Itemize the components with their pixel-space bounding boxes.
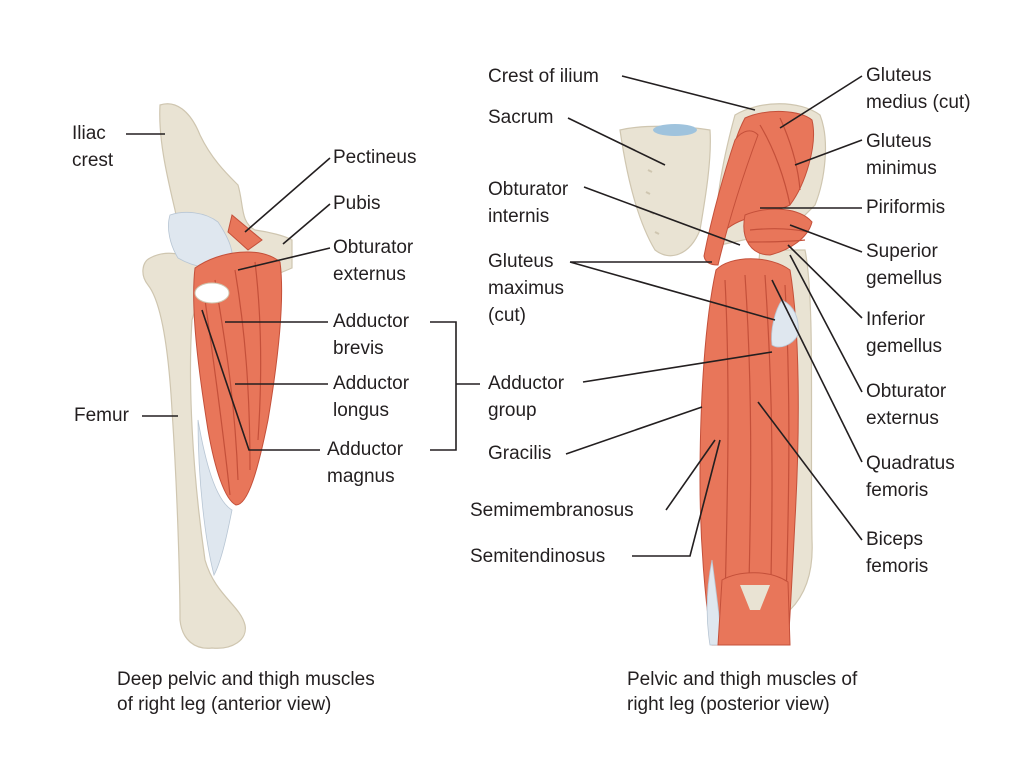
leader-biceps-femoris bbox=[757, 401, 863, 541]
adductor-bracket bbox=[430, 321, 480, 451]
anterior-femur bbox=[142, 252, 246, 649]
label-gluteus-medius: Gluteus medius (cut) bbox=[866, 65, 971, 113]
leader-gluteus-minimus bbox=[794, 139, 863, 166]
caption-anterior: Deep pelvic and thigh muscles of right l… bbox=[117, 669, 375, 715]
posterior-leg-illustration bbox=[619, 103, 827, 646]
posterior-hamstrings bbox=[699, 258, 799, 646]
label-adductor-group: Adductor group bbox=[488, 373, 565, 421]
label-gluteus-maximus: Gluteus maximus (cut) bbox=[488, 251, 565, 326]
label-gracilis: Gracilis bbox=[488, 443, 552, 464]
posterior-hamstring-fibers bbox=[724, 274, 790, 621]
label-adductor-brevis: Adductor brevis bbox=[333, 311, 410, 359]
label-superior-gemellus: Superior gemellus bbox=[866, 241, 943, 289]
label-obturator-externus-posterior: Obturator externus bbox=[866, 381, 947, 429]
posterior-tendon-upper bbox=[771, 299, 799, 348]
label-gluteus-minimus: Gluteus minimus bbox=[866, 131, 937, 179]
leader-crest-of-ilium bbox=[621, 75, 756, 111]
label-crest-of-ilium: Crest of ilium bbox=[488, 66, 599, 87]
leader-pectineus bbox=[244, 157, 331, 233]
leader-inferior-gemellus bbox=[787, 244, 863, 319]
posterior-tendon-lower bbox=[706, 559, 723, 646]
label-pubis: Pubis bbox=[333, 193, 381, 214]
leader-obturator-externus-ant bbox=[237, 247, 331, 271]
leader-lines bbox=[126, 75, 863, 557]
anterior-leg-illustration bbox=[142, 103, 293, 649]
leader-sacrum bbox=[567, 117, 666, 166]
label-biceps-femoris: Biceps femoris bbox=[866, 529, 929, 577]
leader-adductor-group bbox=[582, 351, 773, 383]
label-pectineus: Pectineus bbox=[333, 147, 417, 168]
posterior-gluteus-maximus-cut bbox=[703, 130, 759, 266]
leader-quadratus-femoris bbox=[771, 279, 863, 463]
label-adductor-magnus: Adductor magnus bbox=[327, 439, 404, 487]
posterior-sacrum bbox=[619, 125, 711, 257]
anterior-muscle-fibers bbox=[204, 261, 262, 496]
leader-gluteus-medius bbox=[779, 75, 863, 129]
leader-superior-gemellus bbox=[789, 224, 863, 253]
anterior-obturator-foramen bbox=[194, 282, 230, 304]
leader-gluteus-maximus bbox=[569, 261, 776, 321]
leader-obturator-internis bbox=[583, 186, 741, 246]
anterior-pectineus-muscle bbox=[227, 214, 263, 251]
label-femur: Femur bbox=[74, 405, 129, 426]
label-piriformis: Piriformis bbox=[866, 197, 946, 218]
posterior-knee-fossa bbox=[740, 585, 770, 610]
leader-adductor-magnus bbox=[201, 309, 320, 451]
label-semimembranosus: Semimembranosus bbox=[470, 500, 634, 521]
label-quadratus-femoris: Quadratus femoris bbox=[866, 453, 955, 501]
anterior-adductor-tendon bbox=[197, 419, 233, 577]
label-sacrum: Sacrum bbox=[488, 107, 554, 128]
caption-posterior: Pelvic and thigh muscles of right leg (p… bbox=[627, 669, 858, 715]
label-iliac-crest: Iliac crest bbox=[72, 123, 114, 171]
leader-semimembranosus bbox=[665, 439, 716, 511]
label-semitendinosus: Semitendinosus bbox=[470, 546, 606, 567]
label-inferior-gemellus: Inferior gemellus bbox=[866, 309, 943, 357]
posterior-sacrum-top bbox=[653, 124, 697, 136]
posterior-gluteal-fibers bbox=[747, 117, 809, 243]
posterior-deep-rotators bbox=[743, 208, 813, 256]
label-obturator-internis: Obturator internis bbox=[488, 179, 569, 227]
label-obturator-externus-anterior: Obturator externus bbox=[333, 237, 414, 285]
leader-semitendinosus bbox=[632, 439, 721, 557]
leader-pubis bbox=[282, 203, 331, 245]
label-adductor-longus: Adductor longus bbox=[333, 373, 410, 421]
leader-gracilis bbox=[565, 406, 703, 455]
posterior-sacrum-foramina bbox=[645, 169, 660, 235]
leader-obturator-externus-post bbox=[789, 254, 863, 393]
